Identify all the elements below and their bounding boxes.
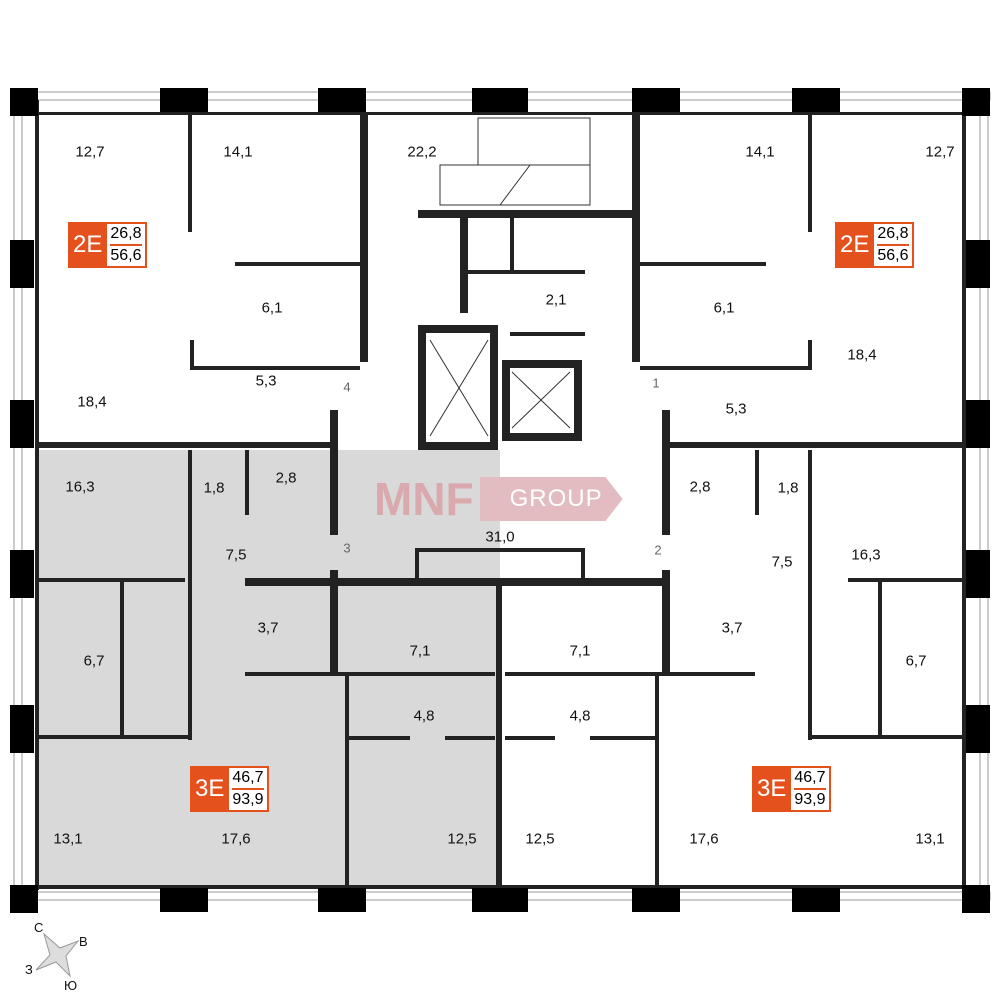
- compass-east: В: [79, 934, 88, 949]
- room-area: 17,6: [689, 830, 719, 848]
- room-area: 5,3: [255, 372, 277, 390]
- total-area: 56,6: [110, 247, 142, 264]
- door-number: 2: [654, 542, 662, 558]
- room-area: 18,4: [847, 346, 877, 364]
- compass-west: З: [25, 962, 33, 977]
- room-area: 2,1: [545, 291, 567, 309]
- apartment-code: 2E: [835, 222, 875, 268]
- room-area: 7,1: [409, 642, 431, 660]
- room-area: 13,1: [53, 830, 83, 848]
- logo-mark: MNF: [374, 473, 474, 525]
- walls: [35, 100, 966, 890]
- room-area: 14,1: [223, 143, 253, 161]
- room-area: 22,2: [407, 143, 437, 161]
- living-area: 26,8: [110, 224, 142, 246]
- compass-south: Ю: [64, 978, 78, 993]
- room-area: 12,7: [75, 143, 105, 161]
- door-number: 3: [343, 540, 351, 556]
- total-area: 56,6: [877, 247, 909, 264]
- logo-group: GROUP: [479, 477, 623, 521]
- room-area: 1,8: [203, 479, 225, 497]
- room-area: 7,1: [569, 642, 591, 660]
- total-area: 93,9: [232, 791, 264, 808]
- apartment-code: 3E: [190, 766, 230, 812]
- room-area: 31,0: [485, 528, 515, 546]
- room-area: 16,3: [851, 546, 881, 564]
- room-area: 13,1: [915, 830, 945, 848]
- stairs: [439, 117, 591, 206]
- room-area: 4,8: [413, 707, 435, 725]
- room-area: 12,5: [525, 830, 555, 848]
- room-area: 6,1: [713, 299, 735, 317]
- room-area: 6,7: [905, 652, 927, 670]
- room-area: 2,8: [689, 478, 711, 496]
- room-area: 5,3: [725, 400, 747, 418]
- room-area: 4,8: [569, 707, 591, 725]
- room-area: 3,7: [257, 619, 279, 637]
- door-number: 1: [652, 375, 660, 391]
- room-area: 7,5: [225, 546, 247, 564]
- room-area: 6,1: [261, 299, 283, 317]
- room-area: 7,5: [771, 553, 793, 571]
- room-area: 3,7: [721, 619, 743, 637]
- room-area: 16,3: [65, 478, 95, 496]
- living-area: 46,7: [794, 768, 826, 790]
- room-area: 2,8: [275, 469, 297, 487]
- apartment-code: 2E: [68, 222, 108, 268]
- room-area: 1,8: [777, 479, 799, 497]
- apartment-code: 3E: [752, 766, 792, 812]
- columns: [10, 88, 990, 913]
- living-area: 46,7: [232, 768, 264, 790]
- compass-north: С: [34, 920, 44, 935]
- living-area: 26,8: [877, 224, 909, 246]
- room-area: 12,5: [447, 830, 477, 848]
- elevators: [429, 339, 571, 437]
- compass-star: [35, 932, 80, 978]
- door-number: 4: [343, 379, 351, 395]
- total-area: 93,9: [794, 791, 826, 808]
- room-area: 18,4: [77, 393, 107, 411]
- room-area: 14,1: [745, 143, 775, 161]
- room-area: 17,6: [221, 830, 251, 848]
- room-area: 12,7: [925, 143, 955, 161]
- room-area: 6,7: [83, 652, 105, 670]
